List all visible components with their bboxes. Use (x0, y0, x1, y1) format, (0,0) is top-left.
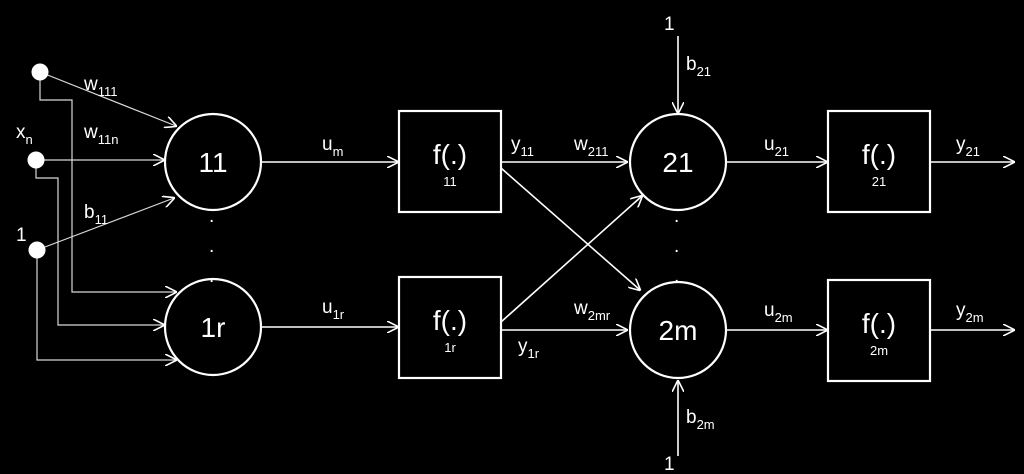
input-label-xn: xn (16, 122, 33, 147)
edge-y11-to-2m (500, 167, 640, 290)
ellipsis-layer1-1: . (209, 206, 214, 227)
edge-one-to-1r (36, 250, 176, 360)
label-u1r: u1r (322, 297, 345, 322)
neuron-1r-label: 1r (201, 312, 226, 343)
activation-block-1r-sub: 1r (444, 340, 456, 355)
activation-block-11-sub: 11 (443, 174, 457, 189)
bias-input-bottom: 1 (664, 454, 675, 474)
label-w111: w111 (83, 74, 118, 99)
label-y11: y11 (511, 134, 534, 159)
label-b11: b11 (84, 202, 108, 227)
activation-block-11-label: f(.) (433, 139, 467, 170)
ellipsis-layer2-2: . (674, 236, 679, 257)
label-w11n: w11n (83, 122, 118, 147)
label-um: um (322, 134, 343, 159)
activation-block-21-sub: 21 (872, 174, 886, 189)
input-node-top (31, 63, 49, 81)
activation-block-1r (397, 275, 503, 380)
edge-xn-to-1r (35, 160, 164, 325)
activation-block-2m-sub: 2m (870, 343, 888, 358)
input-label-one: 1 (16, 225, 27, 246)
edge-top-to-1r (39, 72, 176, 292)
ellipsis-layer2-3: . (674, 266, 679, 287)
activation-block-21 (826, 109, 932, 214)
bias-input-top: 1 (664, 14, 675, 35)
label-u21: u21 (764, 134, 789, 159)
label-u2m: u2m (764, 300, 793, 325)
edge-w111 (39, 71, 176, 126)
activation-block-2m-label: f(.) (862, 308, 896, 339)
activation-block-2m (826, 278, 932, 383)
edge-y1r-to-21 (500, 196, 642, 323)
label-y21: y21 (956, 134, 980, 159)
input-wiring (35, 71, 176, 360)
label-w211: w211 (573, 134, 608, 159)
input-node-one (28, 241, 46, 259)
ellipsis-layer2-1: . (674, 206, 679, 227)
label-y2m: y2m (956, 300, 984, 325)
activation-block-1r-label: f(.) (433, 305, 467, 336)
ellipsis-layer1-2: . (209, 236, 214, 257)
neuron-2m-label: 2m (659, 315, 698, 346)
label-w2mr: w2mr (573, 298, 611, 323)
neuron-21-label: 21 (662, 147, 693, 178)
label-b2m: b2m (686, 407, 715, 432)
ellipsis-layer1-3: . (209, 266, 214, 287)
activation-block-21-label: f(.) (862, 139, 896, 170)
label-b21: b21 (686, 54, 711, 79)
input-node-xn (27, 151, 45, 169)
neuron-11-label: 11 (198, 147, 227, 178)
edge-b11 (36, 198, 174, 251)
label-y1r: y1r (518, 336, 540, 361)
